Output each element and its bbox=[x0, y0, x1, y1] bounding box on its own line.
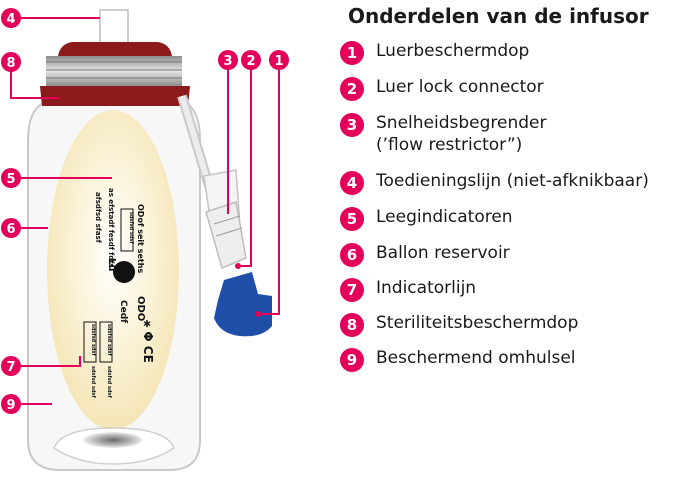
legend-item-8: 8 Steriliteitsbeschermdop bbox=[340, 312, 578, 337]
print-box-a bbox=[120, 208, 134, 252]
svg-text:4: 4 bbox=[6, 12, 15, 27]
legend-item-5: 5 Leegindicatoren bbox=[340, 206, 513, 231]
legend-item-3: 3 Snelheidsbegrender (’flow restrictor”) bbox=[340, 112, 546, 156]
callout-8: 8 bbox=[1, 52, 21, 72]
balloon-reservoir bbox=[47, 110, 179, 430]
print-small-1: sdsfsd sdsf bbox=[90, 324, 96, 357]
luer-protective-cap bbox=[214, 272, 272, 337]
print-small-3: sdsfsd sdsf bbox=[90, 366, 96, 399]
print-dot bbox=[113, 261, 135, 283]
legend-badge: 6 bbox=[340, 243, 364, 267]
print-line-a: ODof seit seths bbox=[136, 204, 145, 273]
svg-text:3: 3 bbox=[223, 54, 232, 69]
legend-badge: 4 bbox=[340, 171, 364, 195]
legend-badge: 1 bbox=[340, 41, 364, 65]
sterility-cap-top bbox=[58, 42, 172, 56]
svg-text:9: 9 bbox=[6, 398, 15, 413]
legend-label: Toedieningslijn (niet-afknikbaar) bbox=[376, 171, 649, 191]
legend-badge: 2 bbox=[340, 77, 364, 101]
svg-text:8: 8 bbox=[6, 56, 15, 71]
svg-text:5: 5 bbox=[6, 172, 15, 187]
infusor-diagram: ODof seit seths as efstadf fesdf fdfs af… bbox=[1, 8, 289, 471]
luer-lock-connector bbox=[205, 201, 247, 270]
print-box-c bbox=[99, 321, 113, 363]
callout-9: 9 bbox=[1, 394, 21, 414]
callout-3: 3 bbox=[218, 50, 238, 70]
print-box-a-text: sdsfsd sdsf bbox=[128, 212, 134, 245]
legend-badge: 3 bbox=[340, 113, 364, 137]
legend-title: Onderdelen van de infusor bbox=[348, 4, 649, 28]
legend-label: Leegindicatoren bbox=[376, 207, 513, 227]
legend-label: Luerbeschermdop bbox=[376, 41, 530, 61]
legend-label: Indicatorlijn bbox=[376, 278, 477, 298]
callout-6: 6 bbox=[1, 218, 21, 238]
callout-5: 5 bbox=[1, 168, 21, 188]
legend-label: Steriliteitsbeschermdop bbox=[376, 313, 579, 333]
legend-label: Beschermend omhulsel bbox=[376, 348, 576, 368]
callout-1: 1 bbox=[269, 50, 289, 70]
top-stem bbox=[99, 9, 129, 47]
parts-legend: Onderdelen van de infusor 1 Luerbescherm… bbox=[340, 0, 690, 498]
print-symbols: ⚹ Φ CE bbox=[141, 319, 155, 363]
svg-text:2: 2 bbox=[246, 54, 255, 69]
legend-item-4: 4 Toedieningslijn (niet-afknikbaar) bbox=[340, 170, 649, 195]
legend-label: Ballon reservoir bbox=[376, 243, 510, 263]
sterility-cap-ring bbox=[40, 86, 190, 106]
leader-ends bbox=[235, 263, 261, 317]
legend-label: Luer lock connector bbox=[376, 77, 544, 97]
svg-text:1: 1 bbox=[274, 54, 283, 69]
svg-text:7: 7 bbox=[6, 360, 15, 375]
legend-badge: 8 bbox=[340, 313, 364, 337]
callout-4: 4 bbox=[1, 8, 21, 28]
legend-label: Snelheidsbegrender (’flow restrictor”) bbox=[376, 113, 547, 155]
print-odo: ODO bbox=[135, 296, 146, 321]
legend-item-9: 9 Beschermend omhulsel bbox=[340, 347, 576, 372]
legend-badge: 5 bbox=[340, 207, 364, 231]
shell-bottom-shadow bbox=[83, 432, 143, 448]
print-lu: Lu bbox=[106, 258, 117, 272]
printed-label-block: ODof seit seths as efstadf fesdf fdfs af… bbox=[83, 188, 155, 399]
legend-item-7: 7 Indicatorlijn bbox=[340, 277, 476, 302]
print-cedf: Cedf bbox=[118, 300, 128, 323]
print-line-b: as efstadf fesdf fdfs bbox=[107, 188, 115, 268]
leader-lines bbox=[10, 17, 280, 405]
legend-item-2: 2 Luer lock connector bbox=[340, 76, 544, 101]
legend-item-6: 6 Ballon reservoir bbox=[340, 242, 510, 267]
print-line-c: afsdfsd sfasf bbox=[94, 192, 102, 244]
legend-badge: 7 bbox=[340, 278, 364, 302]
callout-2: 2 bbox=[241, 50, 261, 70]
legend-badge: 9 bbox=[340, 348, 364, 372]
callout-7: 7 bbox=[1, 356, 21, 376]
threaded-neck bbox=[46, 56, 182, 86]
legend-item-1: 1 Luerbeschermdop bbox=[340, 40, 529, 65]
svg-text:6: 6 bbox=[6, 222, 15, 237]
print-small-2: sdsfsd sdsf bbox=[106, 324, 112, 357]
print-small-4: sdsfsd sdsf bbox=[106, 366, 112, 399]
print-box-b bbox=[83, 321, 97, 363]
